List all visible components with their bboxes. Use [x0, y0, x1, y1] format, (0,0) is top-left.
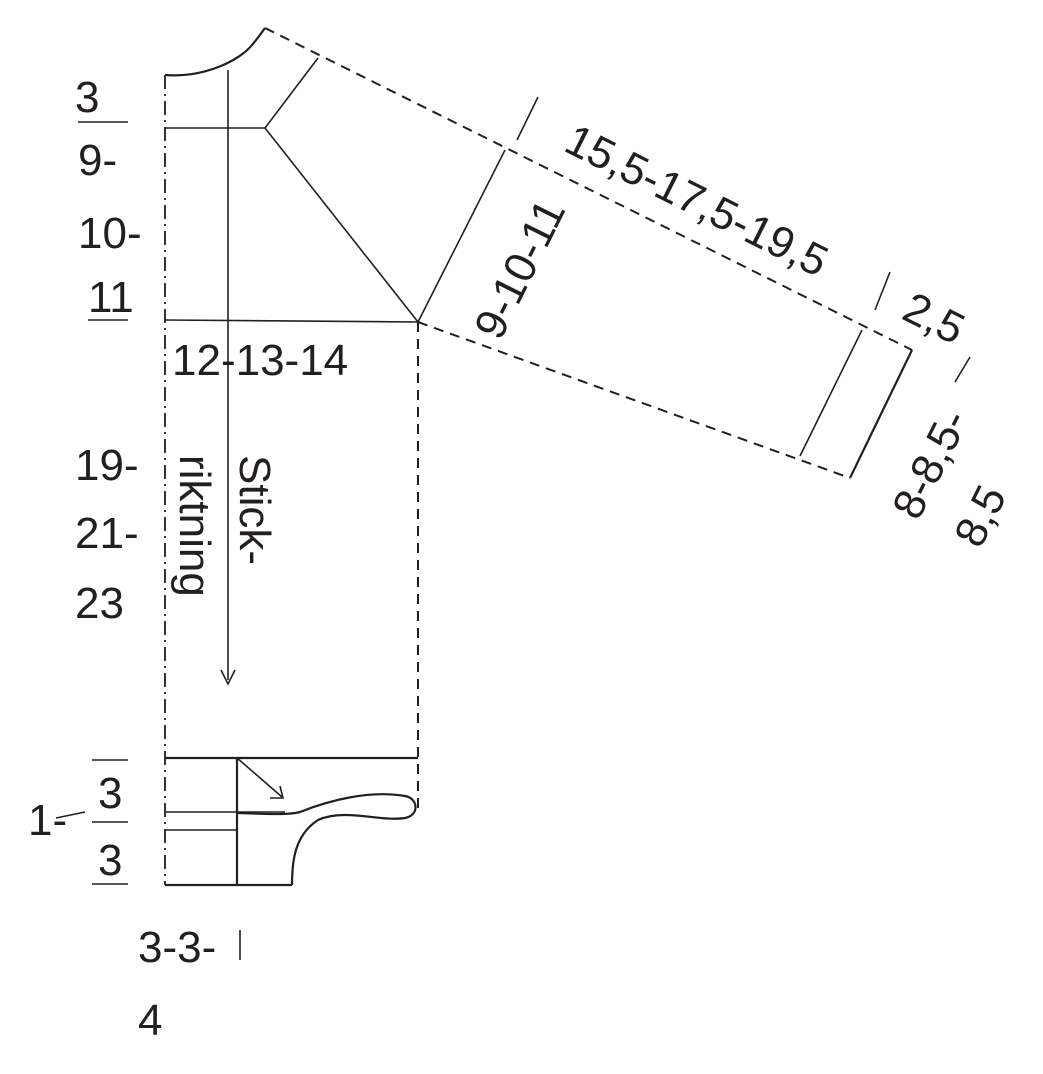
label-border-top: 3 — [98, 769, 122, 818]
label-pocket-width-2: 4 — [138, 996, 162, 1045]
label-armhole-3: 11 — [88, 273, 134, 322]
label-direction-1: Stick- — [230, 455, 279, 565]
label-yoke-depth: 3 — [75, 73, 99, 122]
label-armhole-2: 10- — [78, 209, 142, 258]
raglan-line-lower — [264, 127, 419, 323]
sleeve-bottom-edge — [417, 321, 851, 479]
label-body-width: 12-13-14 — [172, 336, 348, 385]
label-body-length-2: 21- — [75, 509, 139, 558]
sleeve-top-width-line — [417, 149, 506, 323]
pocket-curve — [236, 793, 417, 886]
tick-cuff-end — [954, 356, 971, 383]
label-border-prefix: 1- — [28, 796, 67, 845]
label-sleeve-length: 15,5-17,5-19,5 — [558, 115, 836, 287]
sleeve-cuff-inner — [799, 329, 863, 457]
label-sleeve-top-width: 9-10-11 — [465, 192, 575, 347]
tick-sleeve-length-start — [516, 96, 539, 141]
tick-sleeve-length-end — [874, 271, 891, 311]
pocket-arrowhead — [270, 785, 285, 799]
knitting-direction-arrowhead — [220, 669, 236, 686]
sleeve-top-edge — [264, 27, 913, 351]
label-sleeve-cuff: 2,5 — [896, 283, 973, 354]
label-direction-2: riktning — [170, 455, 219, 597]
label-border-bottom: 3 — [98, 836, 122, 885]
label-armhole-1: 9- — [78, 136, 117, 185]
sleeve-cuff-outer — [849, 349, 913, 479]
label-body-length-3: 23 — [75, 579, 124, 628]
underarm-line — [164, 319, 419, 323]
neck-curve — [164, 27, 266, 77]
label-sleeve-bottom-2: 8,5 — [945, 478, 1016, 555]
border-prefix-dash — [55, 811, 86, 819]
pocket-arrow — [236, 757, 283, 798]
raglan-line-upper — [264, 57, 319, 129]
label-body-length-1: 19- — [75, 441, 139, 490]
label-pocket-width-1: 3-3- — [138, 923, 216, 972]
